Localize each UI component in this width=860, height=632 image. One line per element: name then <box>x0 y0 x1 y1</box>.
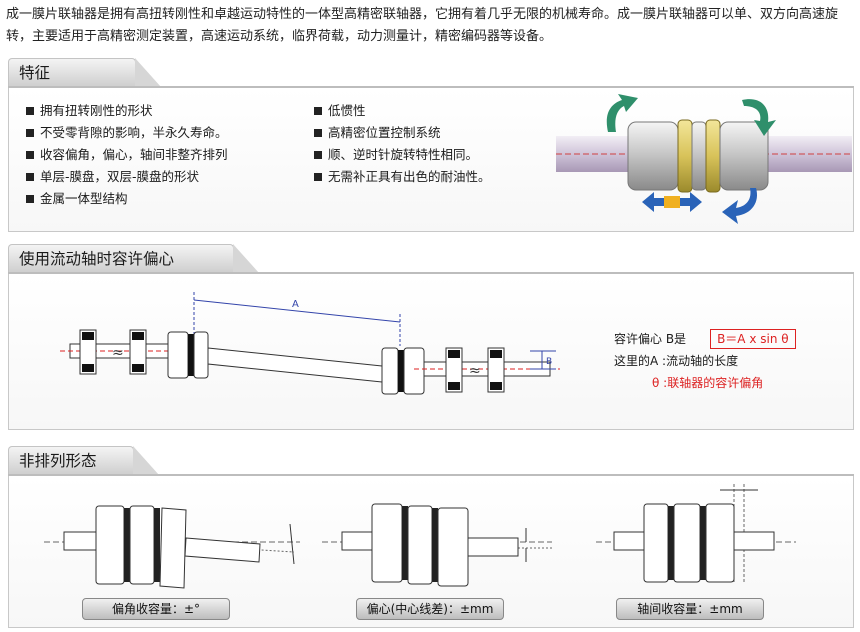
formula-intro: 容许偏心 B是 <box>614 332 687 346</box>
bearing-ball <box>448 350 460 358</box>
bullet-icon <box>314 107 322 115</box>
shaft <box>733 531 775 551</box>
bullet-icon <box>26 129 34 137</box>
floating-shaft <box>207 347 383 383</box>
list-item: 单层-膜盘，双层-膜盘的形状 <box>26 166 228 188</box>
bearing <box>445 347 463 393</box>
section-divider <box>8 272 854 274</box>
coupling-hub <box>403 347 425 395</box>
formula-def-theta: θ :联轴器的容许偏角 <box>652 376 764 390</box>
list-item: 拥有扭转刚性的形状 <box>26 100 228 122</box>
list-item: 低惯性 <box>314 100 491 122</box>
dimension-label-a: A <box>292 299 299 310</box>
coupling-hub <box>643 503 669 583</box>
diaphragm-disc <box>154 508 160 582</box>
coupling-hub <box>167 331 189 379</box>
bullet-icon <box>26 107 34 115</box>
shaft <box>467 537 519 557</box>
bearing <box>129 329 147 375</box>
coupling-hub <box>705 503 735 583</box>
parallel-misalign-diagram <box>322 503 552 587</box>
bearing <box>79 329 97 375</box>
list-item: 高精密位置控制系统 <box>314 122 491 144</box>
bearing-ball <box>132 332 144 340</box>
list-item: 收容偏角，偏心，轴间非整齐排列 <box>26 144 228 166</box>
diaphragm-disc <box>668 506 674 580</box>
coupling-hub <box>95 505 125 585</box>
coupling-hub <box>381 347 399 395</box>
section-title-features: 特征 <box>8 58 161 87</box>
list-item: 无需补正具有出色的耐油性。 <box>314 166 491 188</box>
angular-capacity-label: 偏角收容量：±° <box>82 598 230 620</box>
axial-misalign-diagram <box>596 484 796 584</box>
intro-paragraph: 成一膜片联轴器是拥有高扭转刚性和卓越运动特性的一体型高精密联轴器，它拥有着几乎无… <box>6 7 839 44</box>
coupling-hub-left <box>627 121 679 191</box>
diaphragm-disc <box>124 508 130 582</box>
coupling-hub <box>673 503 701 583</box>
bullet-icon <box>26 173 34 181</box>
shaft <box>184 537 261 563</box>
bullet-icon <box>314 151 322 159</box>
coupling-illustration <box>556 94 852 224</box>
bearing-ball <box>448 382 460 390</box>
bearing-ball <box>132 364 144 372</box>
diaphragm-disc <box>700 506 706 580</box>
feature-list-left: 拥有扭转刚性的形状 不受零背隙的影响，半永久寿命。 收容偏角，偏心，轴间非整齐排… <box>26 100 228 210</box>
section-divider <box>8 474 854 476</box>
bearing-ball <box>490 382 502 390</box>
bearing-ball <box>490 350 502 358</box>
coupling-hub <box>129 505 155 585</box>
formula-def-a: 这里的A :流动轴的长度 <box>614 354 739 368</box>
diaphragm-disc <box>677 119 693 193</box>
coupling-hub-right <box>719 121 769 191</box>
diaphragm-disc <box>705 119 721 193</box>
diaphragm-disc <box>188 334 194 376</box>
axial-indicator <box>664 196 680 208</box>
list-item: 不受零背隙的影响，半永久寿命。 <box>26 122 228 144</box>
bearing-ball <box>82 364 94 372</box>
formula-block: 容许偏心 B是 B＝A x sin θ 这里的A :流动轴的长度 θ :联轴器的容… <box>614 328 796 394</box>
angular-misalign-diagram <box>44 505 300 589</box>
formula-box: B＝A x sin θ <box>710 329 796 349</box>
coupling-hub <box>371 503 403 583</box>
parallel-capacity-label: 偏心(中心线差)：±mm <box>356 598 504 620</box>
rotate-arrow-icon <box>606 94 638 132</box>
section-title-misalignment: 非排列形态 <box>8 446 159 475</box>
diaphragm-disc <box>402 506 408 580</box>
bullet-icon <box>314 173 322 181</box>
coupling-hub <box>437 507 469 587</box>
dimension-line-a <box>193 299 401 323</box>
bullet-icon <box>26 151 34 159</box>
section-divider <box>8 86 854 88</box>
coupling-hub <box>193 331 209 379</box>
floating-shaft-diagram: A ≈ ≈ B <box>60 292 560 395</box>
bearing <box>487 347 505 393</box>
shaft <box>63 531 97 551</box>
section-title-floating-shaft: 使用流动轴时容许偏心 <box>8 244 259 273</box>
bullet-icon <box>26 195 34 203</box>
spacer <box>691 121 707 191</box>
feature-list-right: 低惯性 高精密位置控制系统 顺、逆时针旋转特性相同。 无需补正具有出色的耐油性。 <box>314 100 491 188</box>
axial-capacity-label: 轴间收容量：±mm <box>616 598 764 620</box>
coupling-hub <box>407 505 433 585</box>
dimension-label-b: B <box>546 357 552 367</box>
angle-indicator <box>289 523 295 565</box>
break-symbol: ≈ <box>469 363 481 379</box>
list-item: 金属一体型结构 <box>26 188 228 210</box>
diaphragm-disc <box>432 508 438 582</box>
shaft <box>341 531 373 551</box>
coupling-hub <box>159 507 187 589</box>
bullet-icon <box>314 129 322 137</box>
rotate-arrow-icon <box>742 99 776 136</box>
bearing-ball <box>82 332 94 340</box>
list-item: 顺、逆时针旋转特性相同。 <box>314 144 491 166</box>
rotate-arrow-icon <box>722 188 758 224</box>
diaphragm-disc <box>398 350 404 392</box>
shaft <box>613 531 645 551</box>
break-symbol: ≈ <box>112 345 124 361</box>
floating-shaft-panel <box>8 274 854 430</box>
